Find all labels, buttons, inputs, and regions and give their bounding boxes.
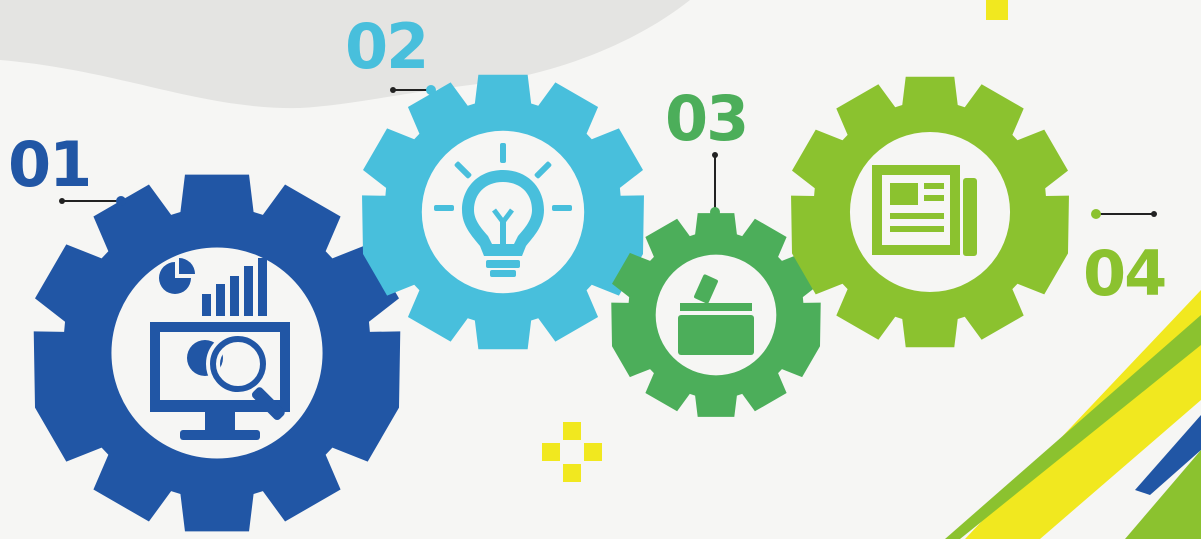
step-number-03: 03 xyxy=(665,82,747,155)
blue-stripe xyxy=(1135,415,1201,495)
connector-node-01 xyxy=(116,196,126,206)
newspaper-icon xyxy=(872,165,977,256)
connector-dot-04 xyxy=(1151,211,1157,217)
diagonal-stripes xyxy=(945,290,1201,539)
lime-stripe xyxy=(945,315,1201,539)
connector-node-03 xyxy=(710,207,720,217)
analytics-monitor-search-icon xyxy=(150,258,290,440)
step-number-02: 02 xyxy=(345,10,427,83)
lightbulb-idea-icon xyxy=(434,143,572,277)
connector-node-02 xyxy=(426,85,436,95)
gear-01: 01 xyxy=(8,128,401,532)
yellow-plus-decoration xyxy=(542,422,602,482)
top-yellow-tab xyxy=(986,0,1008,20)
top-wave-band xyxy=(0,0,690,109)
step-number-04: 04 xyxy=(1083,237,1165,310)
gear-03: 03 xyxy=(611,82,821,417)
connector-node-04 xyxy=(1091,209,1101,219)
gear-02: 02 xyxy=(345,10,644,350)
connector-dot-01 xyxy=(59,198,65,204)
ballot-box-vote-icon xyxy=(678,274,754,355)
connector-dot-03 xyxy=(712,152,718,158)
step-number-01: 01 xyxy=(8,128,90,201)
gear-04: 04 xyxy=(791,76,1167,348)
connector-dot-02 xyxy=(390,87,396,93)
green-corner xyxy=(1125,450,1201,539)
